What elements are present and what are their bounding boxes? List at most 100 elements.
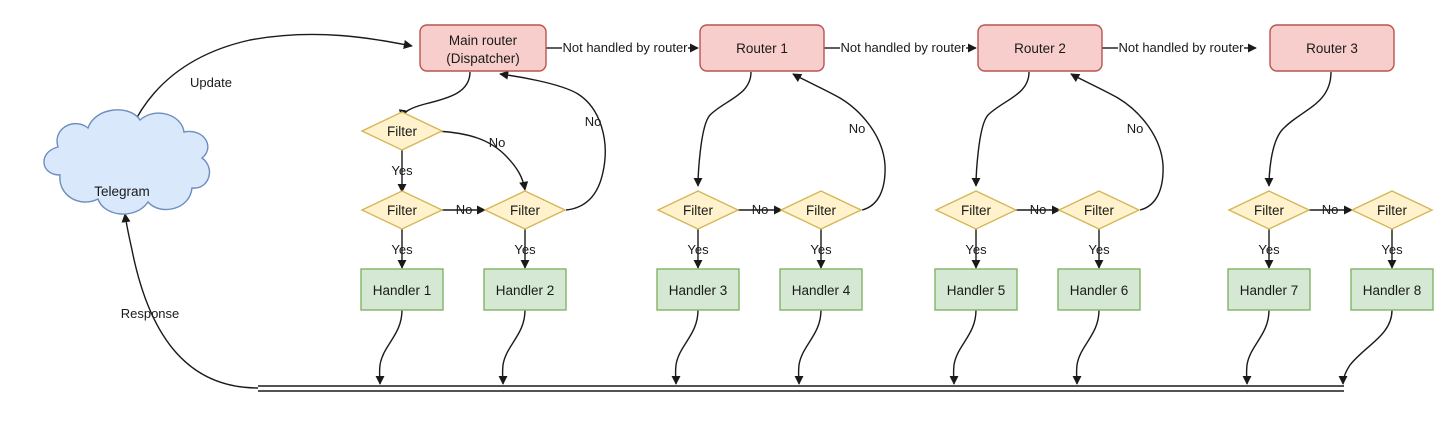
handler-5-box — [934, 268, 1018, 311]
handler-7-label: Handler 7 — [1240, 283, 1299, 298]
edge-label-yes-2: Yes — [391, 242, 413, 257]
handler-6-node[interactable]: Handler 6 — [1057, 268, 1141, 311]
router-1-label: Router 1 — [736, 41, 788, 56]
filter-5-node[interactable]: Filter — [934, 190, 1018, 230]
filter-6-node[interactable]: Filter — [1057, 190, 1141, 230]
handler-8-box — [1350, 268, 1434, 311]
edge-h7-bus — [1242, 309, 1270, 385]
filter-2-label: Filter — [510, 203, 541, 218]
filter-2-node[interactable]: Filter — [483, 190, 567, 230]
router-1-box — [699, 24, 825, 72]
edge-label-no-3: No — [585, 114, 602, 129]
handler-5-node[interactable]: Handler 5 — [934, 268, 1018, 311]
edge-label-no-8: No — [1322, 202, 1339, 217]
filter-4-diamond — [779, 190, 863, 230]
router-main-label-line1: Main router — [449, 33, 518, 48]
edge-layer — [120, 33, 1397, 389]
handler-2-label: Handler 2 — [496, 283, 555, 298]
edge-label-no-4: No — [752, 202, 769, 217]
edge-h1-bus — [375, 309, 403, 385]
telegram-cloud-node[interactable]: Telegram — [43, 109, 211, 215]
handler-2-node[interactable]: Handler 2 — [483, 268, 567, 311]
router-1-node[interactable]: Router 1 — [699, 24, 825, 72]
handler-7-node[interactable]: Handler 7 — [1227, 268, 1311, 311]
filter-3-diamond — [656, 190, 740, 230]
collector-bus — [258, 385, 1344, 392]
filter-1-diamond — [360, 190, 444, 230]
router-3-box — [1269, 24, 1395, 72]
handler-4-node[interactable]: Handler 4 — [779, 268, 863, 311]
filter-3-node[interactable]: Filter — [656, 190, 740, 230]
router-3-node[interactable]: Router 3 — [1269, 24, 1395, 72]
edge-label-yes-6: Yes — [965, 242, 987, 257]
edge-label-no-7: No — [1127, 121, 1144, 136]
edge-label-yes-5: Yes — [810, 242, 832, 257]
handler-1-node[interactable]: Handler 1 — [360, 268, 444, 311]
edge-label-yes-9: Yes — [1381, 242, 1403, 257]
edge-label-response: Response — [121, 306, 180, 321]
filter-3-label: Filter — [683, 203, 714, 218]
filter-0-label: Filter — [387, 124, 418, 139]
edge-r2-to-f5 — [971, 71, 1030, 187]
handler-4-box — [779, 268, 863, 311]
router-main-box — [419, 24, 547, 72]
edge-main-to-f0 — [398, 71, 471, 119]
filter-8-label: Filter — [1377, 203, 1408, 218]
edge-label-yes-1: Yes — [391, 163, 413, 178]
filter-0-diamond — [360, 111, 444, 151]
filter-0-node[interactable]: Filter — [360, 111, 444, 151]
handler-3-node[interactable]: Handler 3 — [656, 268, 740, 311]
handler-8-node[interactable]: Handler 8 — [1350, 268, 1434, 311]
cloud-shape — [43, 109, 211, 215]
edge-h4-bus — [794, 309, 822, 385]
edge-h5-bus — [949, 309, 977, 385]
edge-r1-to-f3 — [693, 71, 752, 187]
filter-1-node[interactable]: Filter — [360, 190, 444, 230]
handler-5-label: Handler 5 — [947, 283, 1006, 298]
handler-6-box — [1057, 268, 1141, 311]
edge-f0-no-f2 — [436, 130, 529, 191]
handler-6-label: Handler 6 — [1070, 283, 1129, 298]
edge-response — [121, 213, 259, 389]
edge-label-not-handled-1: Not handled by router — [562, 40, 688, 55]
edge-h2-bus — [498, 309, 526, 385]
router-3-label: Router 3 — [1306, 41, 1358, 56]
edge-label-no-6: No — [1030, 202, 1047, 217]
filter-5-label: Filter — [961, 203, 992, 218]
handler-4-label: Handler 4 — [792, 283, 851, 298]
filter-7-node[interactable]: Filter — [1227, 190, 1311, 230]
filter-7-label: Filter — [1254, 203, 1285, 218]
edge-label-not-handled-2: Not handled by router — [840, 40, 966, 55]
handler-3-label: Handler 3 — [669, 283, 728, 298]
router-2-node[interactable]: Router 2 — [977, 24, 1103, 72]
handler-1-box — [360, 268, 444, 311]
edge-label-yes-3: Yes — [514, 242, 536, 257]
filter-4-node[interactable]: Filter — [779, 190, 863, 230]
handler-7-box — [1227, 268, 1311, 311]
edge-label-no-1: No — [489, 135, 506, 150]
filter-1-label: Filter — [387, 203, 418, 218]
filter-8-diamond — [1350, 190, 1434, 230]
filter-5-diamond — [934, 190, 1018, 230]
edge-label-layer: Update Response Not handled by router No… — [121, 40, 1403, 321]
filter-2-diamond — [483, 190, 567, 230]
edge-r3-to-f7 — [1264, 71, 1332, 187]
filter-8-node[interactable]: Filter — [1350, 190, 1434, 230]
edge-h6-bus — [1072, 309, 1100, 385]
handler-3-box — [656, 268, 740, 311]
edge-label-no-5: No — [849, 121, 866, 136]
router-2-label: Router 2 — [1014, 41, 1066, 56]
router-2-box — [977, 24, 1103, 72]
filter-6-diamond — [1057, 190, 1141, 230]
edge-f2-no-main — [499, 70, 606, 211]
handler-1-label: Handler 1 — [373, 283, 432, 298]
filter-6-label: Filter — [1084, 203, 1115, 218]
filter-7-diamond — [1227, 190, 1311, 230]
edge-label-update: Update — [190, 75, 232, 90]
router-main-node[interactable]: Main router (Dispatcher) — [419, 24, 547, 72]
handler-8-label: Handler 8 — [1363, 283, 1422, 298]
edge-h3-bus — [671, 309, 699, 385]
telegram-label: Telegram — [94, 184, 150, 199]
edge-label-yes-4: Yes — [687, 242, 709, 257]
